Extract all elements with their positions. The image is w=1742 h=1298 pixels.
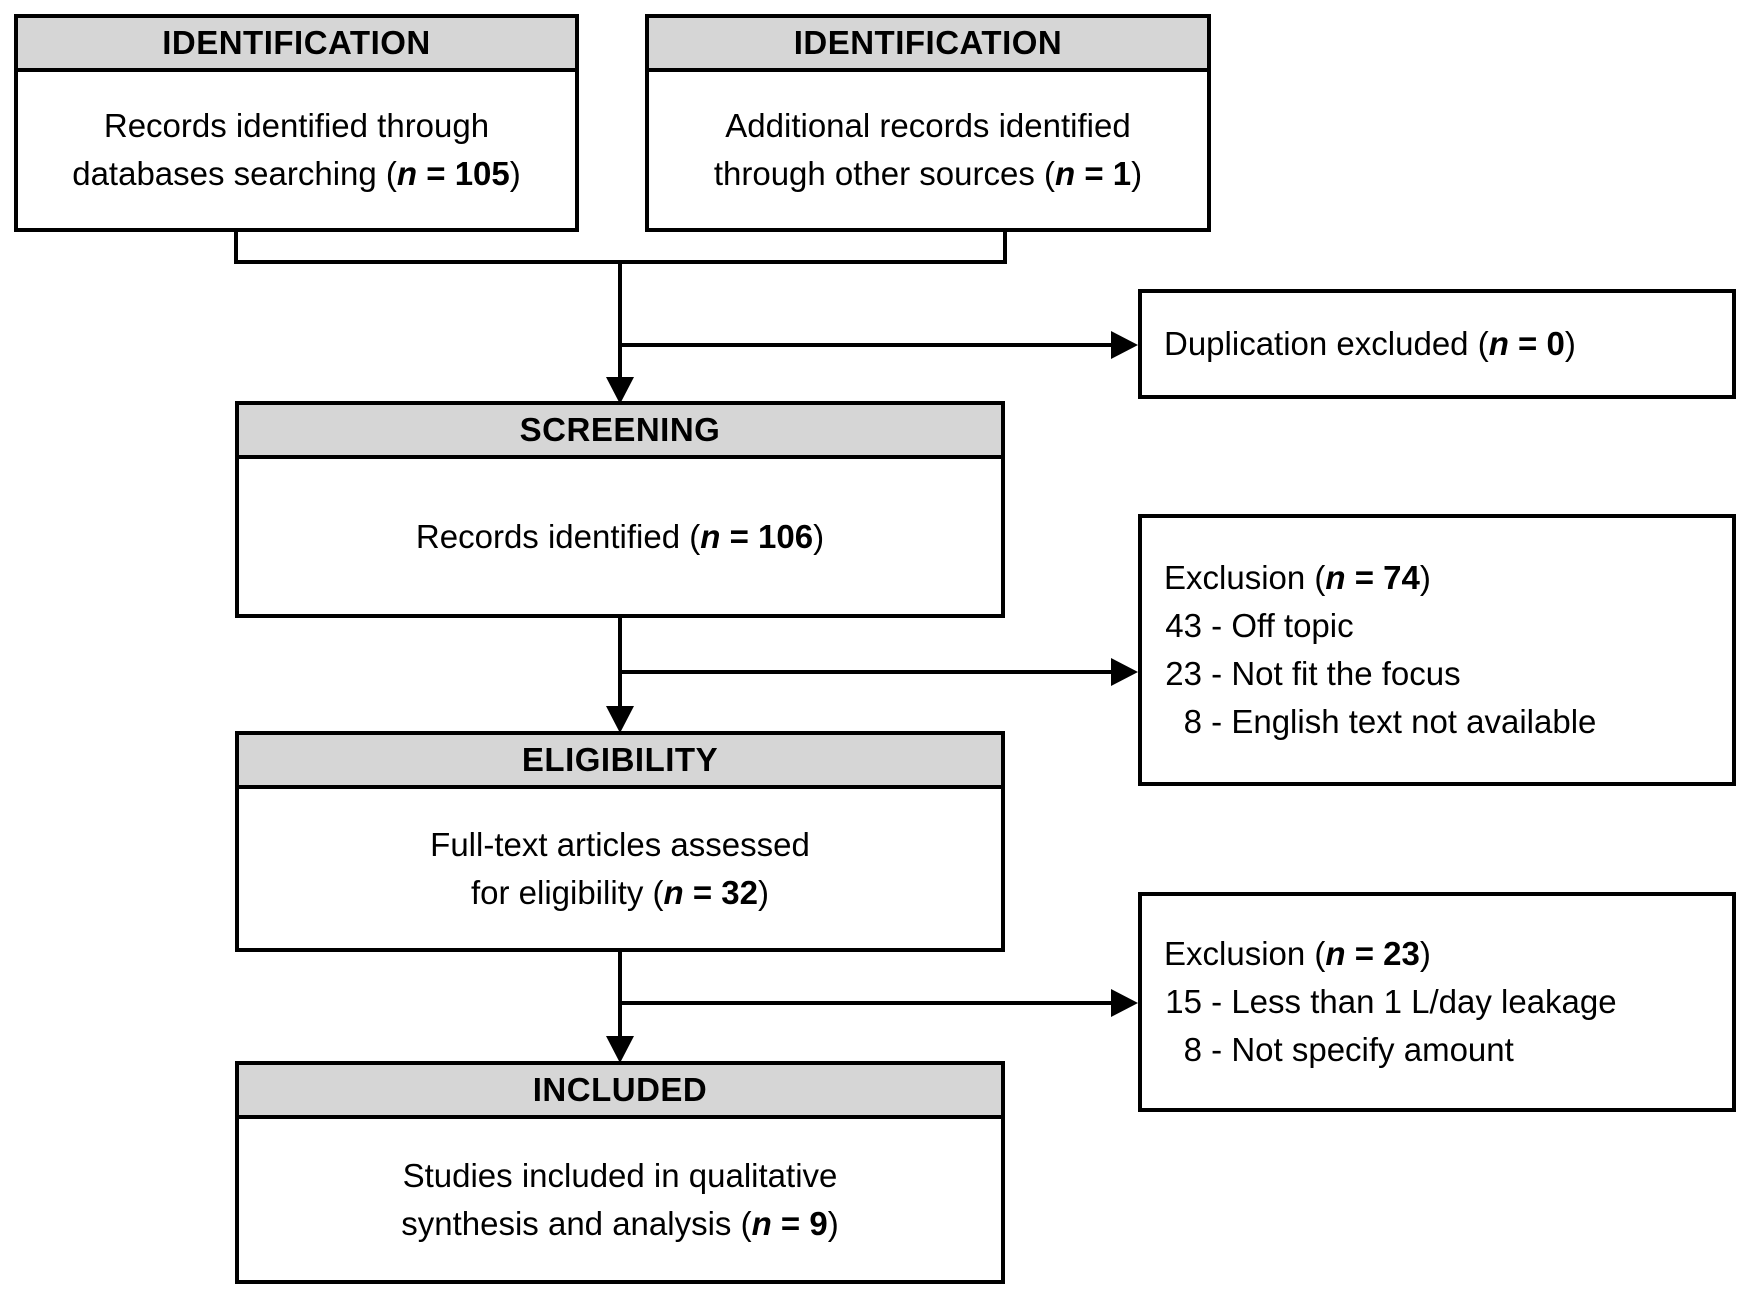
exclusion-item: 43 - Off topic	[1164, 602, 1712, 650]
arrowhead-down-screening	[606, 377, 634, 404]
n-value: 105	[454, 155, 510, 192]
exclusion-title: Exclusion (n = 23)	[1164, 935, 1431, 972]
n-symbol: n	[1488, 325, 1509, 362]
eligibility-text: Full-text articles assessed for eligibil…	[430, 825, 810, 911]
arrowhead-right-screening-exclusion	[1111, 658, 1138, 686]
stage-header-included: INCLUDED	[239, 1065, 1001, 1119]
n-value: 106	[758, 517, 814, 555]
n-symbol: n	[1325, 559, 1346, 596]
n-symbol: n	[1325, 935, 1346, 972]
arrowhead-down-eligibility	[606, 706, 634, 733]
exclusion-title: Exclusion (n = 74)	[1164, 559, 1431, 596]
exclusion-reason: Not specify amount	[1231, 1031, 1514, 1068]
stage-header-identification-right: IDENTIFICATION	[649, 18, 1207, 72]
n-value: 23	[1383, 935, 1420, 972]
connector-drop-right	[1003, 230, 1007, 264]
n-value: 32	[721, 873, 759, 911]
connector-to-screening	[618, 260, 622, 381]
connector-to-screening-exclusion	[620, 670, 1114, 674]
included-text: Studies included in qualitative synthesi…	[401, 1156, 839, 1242]
arrowhead-right-duplication	[1111, 331, 1138, 359]
stage-body-included: Studies included in qualitative synthesi…	[239, 1119, 1001, 1280]
identification-box-other-sources: IDENTIFICATION Additional records identi…	[645, 14, 1211, 232]
duplication-excluded-text: Duplication excluded (n = 0)	[1164, 325, 1576, 362]
exclusion-reason: Not fit the focus	[1231, 655, 1461, 692]
connector-to-eligibility	[618, 616, 622, 708]
eligibility-box: ELIGIBILITY Full-text articles assessed …	[235, 731, 1005, 952]
n-value: 1	[1112, 155, 1132, 192]
screening-text: Records identified (n = 106)	[415, 517, 825, 555]
stage-body-screening: Records identified (n = 106)	[239, 459, 1001, 614]
exclusion-count: 8	[1183, 1031, 1202, 1068]
connector-to-included	[618, 950, 622, 1038]
exclusion-reason: English text not available	[1231, 703, 1597, 740]
exclusion-item: 8 - English text not available	[1164, 698, 1712, 746]
stage-header-screening: SCREENING	[239, 405, 1001, 459]
exclusion-count: 15	[1165, 983, 1202, 1020]
n-symbol: n	[396, 155, 418, 192]
exclusion-item: 23 - Not fit the focus	[1164, 650, 1712, 698]
exclusion-count: 8	[1183, 703, 1202, 740]
identification-left-text: Records identified through databases sea…	[72, 107, 521, 192]
connector-to-duplication	[620, 343, 1114, 347]
n-symbol: n	[1055, 155, 1076, 192]
stage-body-eligibility: Full-text articles assessed for eligibil…	[239, 789, 1001, 948]
exclusion-count: 23	[1165, 655, 1202, 692]
n-symbol: n	[663, 873, 684, 911]
stage-header-eligibility: ELIGIBILITY	[239, 735, 1001, 789]
stage-header-identification-left: IDENTIFICATION	[18, 18, 575, 72]
n-symbol: n	[700, 517, 721, 555]
n-value: 9	[809, 1204, 828, 1242]
connector-to-eligibility-exclusion	[620, 1001, 1114, 1005]
screening-box: SCREENING Records identified (n = 106)	[235, 401, 1005, 618]
exclusion-item: 8 - Not specify amount	[1164, 1026, 1712, 1074]
stage-body-identification-right: Additional records identified through ot…	[649, 72, 1207, 228]
duplication-excluded-box: Duplication excluded (n = 0)	[1138, 289, 1736, 399]
exclusion-reason: Off topic	[1231, 607, 1354, 644]
n-symbol: n	[751, 1204, 772, 1242]
n-value: 0	[1546, 325, 1565, 362]
connector-drop-left	[234, 230, 238, 264]
exclusion-item: 15 - Less than 1 L/day leakage	[1164, 978, 1712, 1026]
eligibility-exclusion-box: Exclusion (n = 23) 15 - Less than 1 L/da…	[1138, 892, 1736, 1112]
identification-box-databases: IDENTIFICATION Records identified throug…	[14, 14, 579, 232]
exclusion-count: 43	[1165, 607, 1202, 644]
exclusion-reason: Less than 1 L/day leakage	[1231, 983, 1617, 1020]
arrowhead-down-included	[606, 1036, 634, 1063]
included-box: INCLUDED Studies included in qualitative…	[235, 1061, 1005, 1284]
identification-right-text: Additional records identified through ot…	[713, 107, 1143, 192]
screening-exclusion-box: Exclusion (n = 74) 43 - Off topic 23 - N…	[1138, 514, 1736, 786]
n-value: 74	[1383, 559, 1420, 596]
stage-body-identification-left: Records identified through databases sea…	[18, 72, 575, 228]
arrowhead-right-eligibility-exclusion	[1111, 989, 1138, 1017]
